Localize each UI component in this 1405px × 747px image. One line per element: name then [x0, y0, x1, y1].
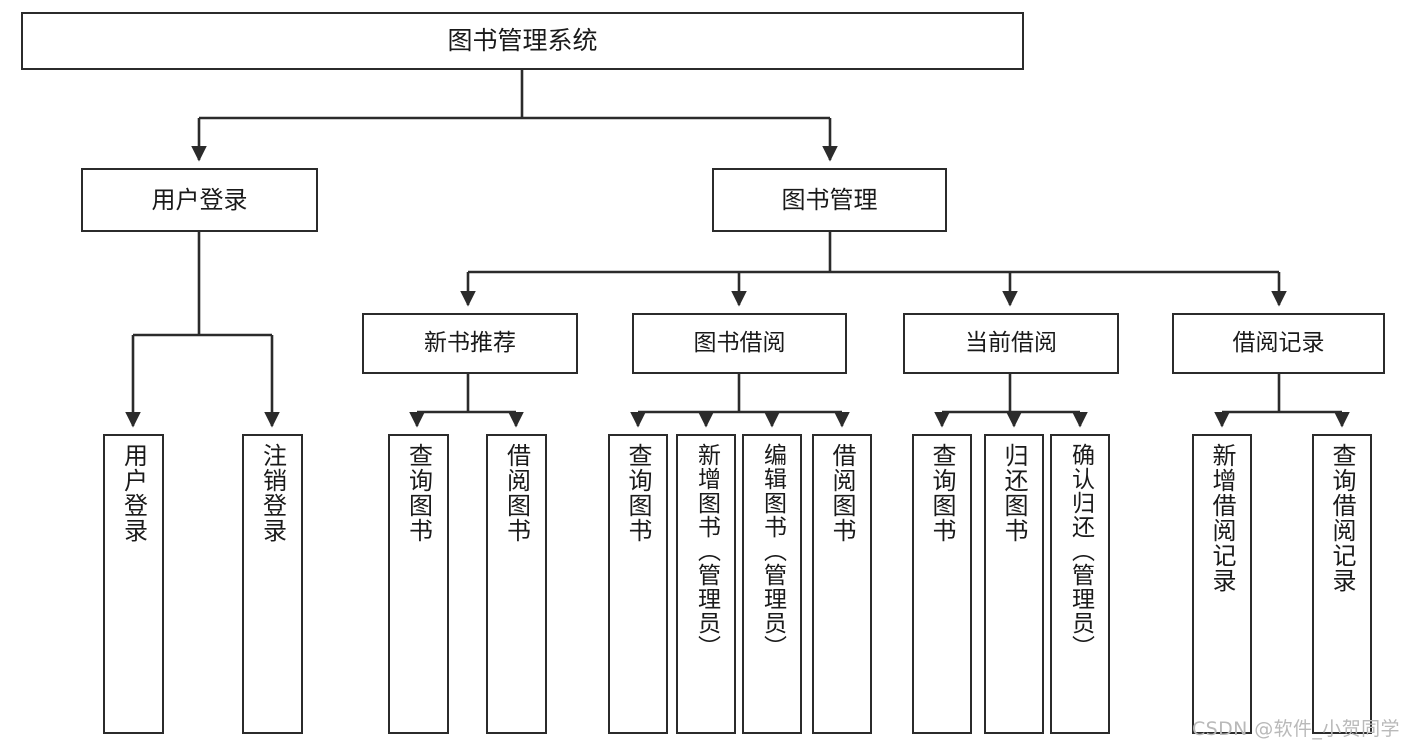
node-label: 新书推荐 [424, 329, 516, 356]
node-label: 新增图书（管理员） [693, 443, 720, 659]
node-leaf-query-book-3[interactable]: 查询图书 [912, 434, 972, 734]
node-label: 借阅图书 [828, 443, 856, 543]
node-leaf-query-book-2[interactable]: 查询图书 [608, 434, 668, 734]
node-leaf-user-login[interactable]: 用户登录 [103, 434, 164, 734]
node-leaf-return-book[interactable]: 归还图书 [984, 434, 1044, 734]
node-label: 确认归还（管理员） [1067, 443, 1094, 659]
node-label: 图书管理 [781, 185, 878, 214]
node-label: 用户登录 [119, 443, 148, 543]
node-book-borrow[interactable]: 图书借阅 [632, 313, 847, 374]
node-leaf-query-record[interactable]: 查询借阅记录 [1312, 434, 1372, 734]
node-leaf-borrow-book-1[interactable]: 借阅图书 [486, 434, 547, 734]
node-leaf-add-record[interactable]: 新增借阅记录 [1192, 434, 1252, 734]
node-label: 查询图书 [404, 443, 433, 543]
node-label: 借阅记录 [1232, 329, 1325, 356]
node-label: 编辑图书（管理员） [759, 443, 786, 659]
node-label: 查询图书 [624, 443, 652, 543]
node-label: 用户登录 [151, 185, 248, 214]
node-root[interactable]: 图书管理系统 [21, 12, 1024, 70]
node-leaf-add-book[interactable]: 新增图书（管理员） [676, 434, 736, 734]
node-label: 借阅图书 [502, 443, 531, 543]
node-leaf-edit-book[interactable]: 编辑图书（管理员） [742, 434, 802, 734]
node-label: 查询借阅记录 [1328, 443, 1356, 593]
node-label: 归还图书 [1000, 443, 1028, 543]
node-label: 注销登录 [258, 443, 287, 543]
node-label: 图书管理系统 [447, 26, 598, 56]
node-leaf-confirm-return[interactable]: 确认归还（管理员） [1050, 434, 1110, 734]
node-label: 新增借阅记录 [1208, 443, 1236, 593]
watermark-label: CSDN @软件_小贺同学 [1192, 718, 1400, 740]
node-leaf-borrow-book-2[interactable]: 借阅图书 [812, 434, 872, 734]
node-leaf-query-book-1[interactable]: 查询图书 [388, 434, 449, 734]
node-label: 当前借阅 [965, 329, 1057, 356]
node-label: 图书借阅 [693, 329, 786, 356]
node-label: 查询图书 [928, 443, 956, 543]
node-book-manage[interactable]: 图书管理 [712, 168, 947, 232]
node-new-book-recommend[interactable]: 新书推荐 [362, 313, 578, 374]
node-leaf-logout-login[interactable]: 注销登录 [242, 434, 303, 734]
node-borrow-record[interactable]: 借阅记录 [1172, 313, 1385, 374]
node-user-login[interactable]: 用户登录 [81, 168, 318, 232]
node-current-borrow[interactable]: 当前借阅 [903, 313, 1119, 374]
